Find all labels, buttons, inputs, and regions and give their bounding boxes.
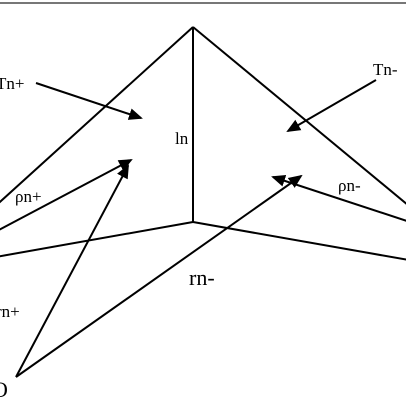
- label-r-minus: rn-: [189, 265, 215, 290]
- triangle-minus-bottom-edge: [192, 221, 406, 261]
- triangle-plus-bottom-edge: [0, 221, 194, 258]
- arrow-r-minus: [15, 174, 303, 378]
- arrow-T-plus: [35, 82, 143, 120]
- triangle-plus-left-edge: [0, 26, 194, 204]
- label-l-n: ln: [175, 129, 189, 148]
- triangle-minus-right-edge: [192, 26, 406, 205]
- arrow-T-minus: [286, 79, 377, 133]
- label-r-plus: rn+: [0, 302, 20, 321]
- label-rho-plus: ρn+: [15, 187, 42, 206]
- label-origin: O: [0, 377, 8, 402]
- label-rho-minus: ρn-: [338, 176, 361, 195]
- label-T-plus: Tn+: [0, 74, 24, 93]
- label-T-minus: Tn-: [373, 60, 398, 79]
- arrow-r-plus: [15, 164, 129, 378]
- arrow-rho-plus: [0, 159, 133, 231]
